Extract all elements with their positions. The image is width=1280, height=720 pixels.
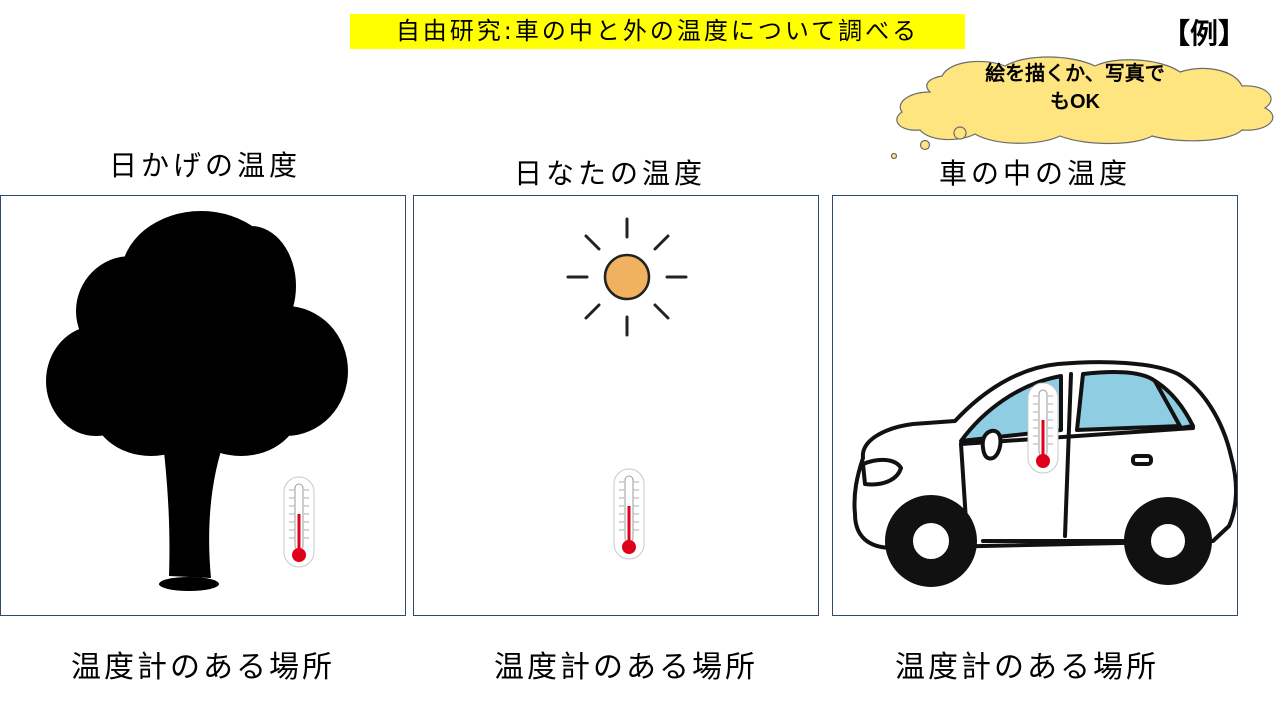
page-title: 自由研究:車の中と外の温度について調べる [350, 14, 965, 49]
tree-icon [46, 211, 348, 591]
heading-car: 車の中の温度 [938, 157, 1131, 190]
sun-icon [566, 217, 688, 337]
thermometer-icon [613, 468, 645, 560]
caption-car: 温度計のある場所 [895, 650, 1159, 685]
thought-line-1: 絵を描くか、写真で [985, 63, 1165, 85]
thermometer-icon [1027, 382, 1059, 474]
example-tag: 【例】 [1162, 17, 1247, 50]
panel-sunny [413, 195, 819, 616]
heading-sunny: 日なたの温度 [513, 157, 706, 190]
thermometer-icon [283, 476, 315, 568]
thought-bubble-text: 絵を描くか、写真で もOK [950, 60, 1200, 116]
thought-line-2: もOK [1050, 91, 1100, 113]
panel-car [832, 195, 1238, 616]
caption-sunny: 温度計のある場所 [494, 650, 758, 685]
thought-bubble-icon [890, 56, 1274, 160]
heading-shade: 日かげの温度 [108, 149, 301, 182]
panel-shade [0, 195, 406, 616]
caption-shade: 温度計のある場所 [71, 650, 335, 685]
